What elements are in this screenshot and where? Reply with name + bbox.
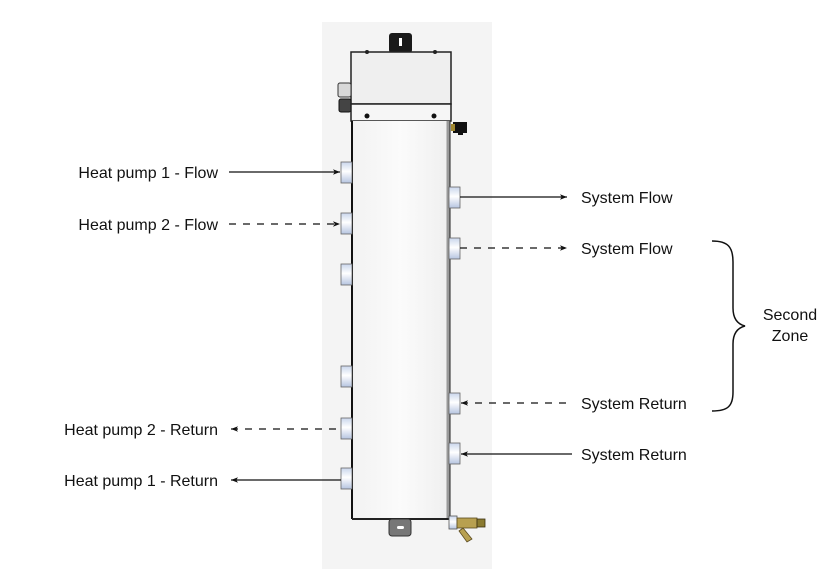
port-hp1-return [340, 467, 353, 490]
control-box [350, 51, 452, 105]
port-sys-flow-1 [448, 186, 461, 209]
zone-brace [711, 240, 746, 412]
label-hp1-flow: Heat pump 1 - Flow [78, 165, 218, 182]
right-ports [448, 186, 461, 465]
label-hp2-flow: Heat pump 2 - Flow [78, 217, 218, 234]
label-sys-flow-1: System Flow [581, 190, 673, 207]
port-sys-return-1 [448, 442, 461, 465]
label-hp2-return: Heat pump 2 - Return [64, 422, 218, 439]
cable-gland [338, 98, 352, 113]
drain-valve [448, 515, 486, 543]
connector-lines [229, 169, 746, 483]
port-sys-return-2 [448, 392, 461, 415]
header-unit [337, 33, 486, 543]
label-zone-line1: Second [763, 307, 817, 324]
label-zone-line2: Zone [772, 328, 809, 345]
label-sys-return-2: System Return [581, 396, 687, 413]
labels: Heat pump 1 - Flow Heat pump 2 - Flow He… [64, 165, 817, 490]
port-unused [340, 263, 353, 286]
port-sys-flow-2 [448, 237, 461, 260]
header-body [352, 121, 449, 519]
port-hp2-return [340, 417, 353, 440]
sensor-fitting [453, 122, 467, 133]
label-sys-flow-2: System Flow [581, 241, 673, 258]
cable-gland [337, 82, 352, 98]
port-unused [340, 365, 353, 388]
label-hp1-return: Heat pump 1 - Return [64, 473, 218, 490]
left-ports [340, 161, 353, 490]
port-hp1-flow [340, 161, 353, 184]
port-hp2-flow [340, 212, 353, 235]
label-sys-return-1: System Return [581, 447, 687, 464]
